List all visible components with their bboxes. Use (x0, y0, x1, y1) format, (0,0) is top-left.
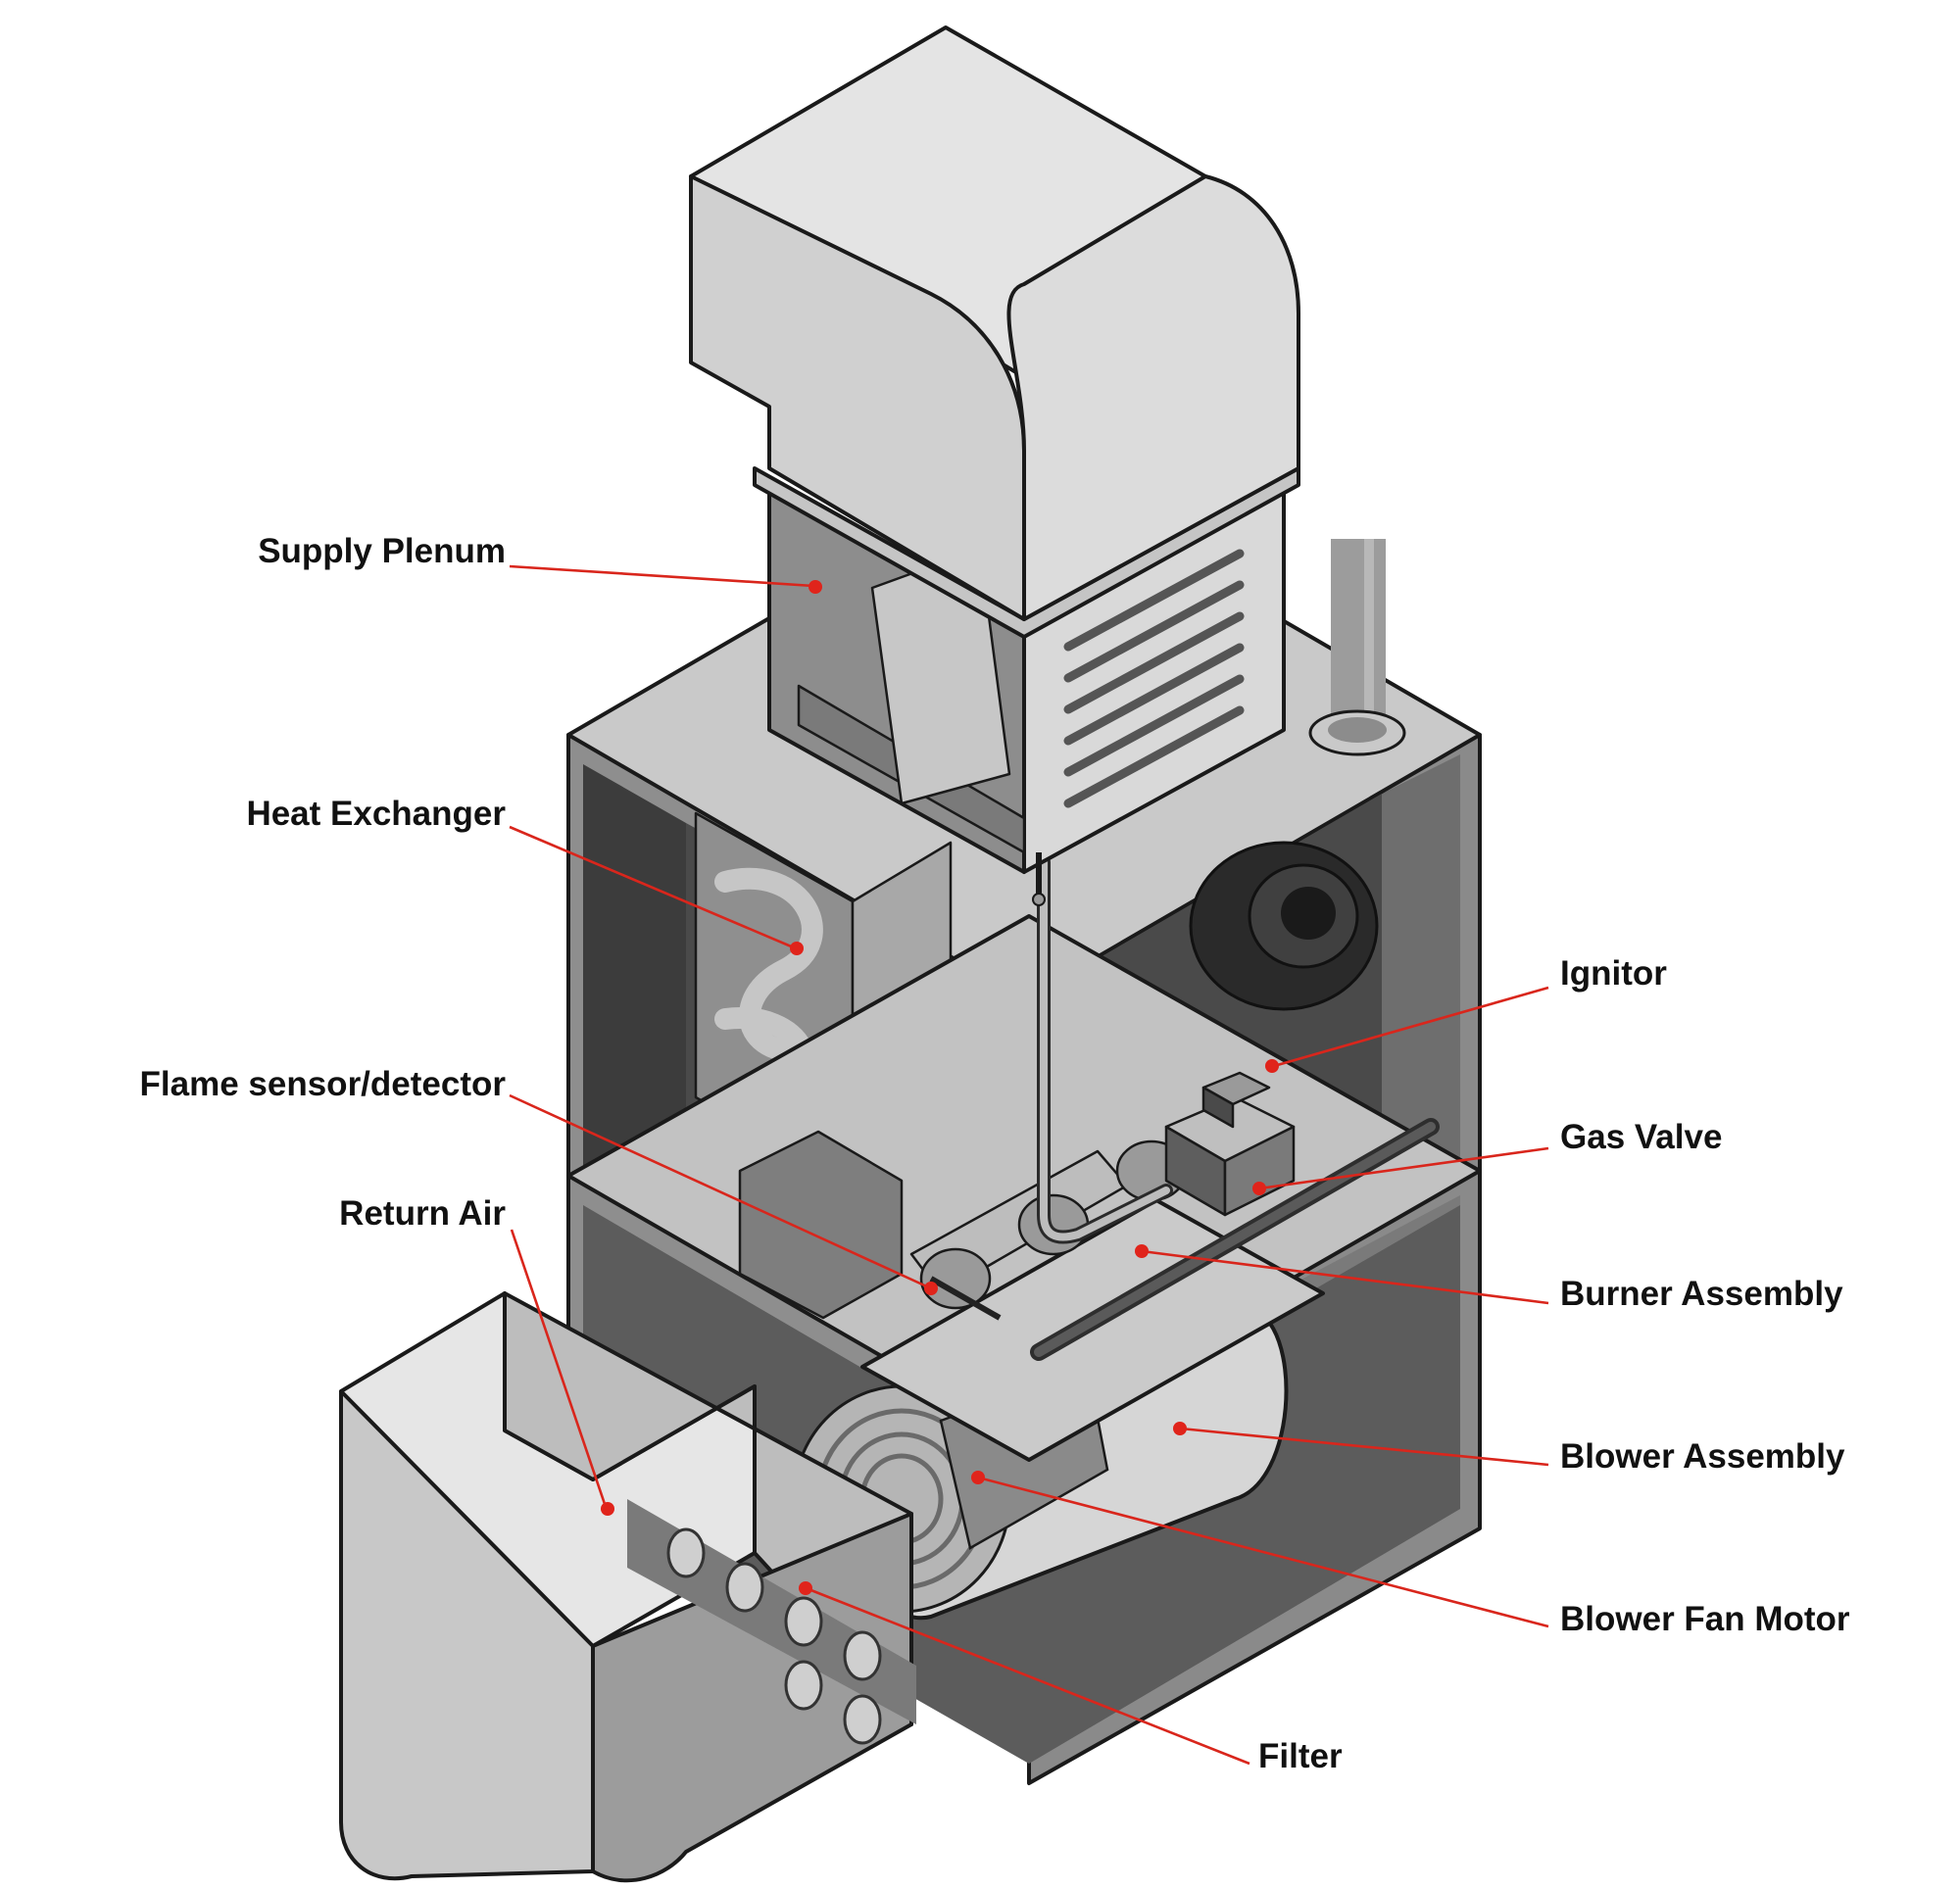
leader-blower-assembly (1180, 1427, 1549, 1467)
label-ignitor: Ignitor (1560, 954, 1667, 993)
furnace-illustration (339, 25, 1482, 1883)
supply-plenum-box (767, 488, 1286, 906)
burner-assembly (909, 1118, 1440, 1361)
leader-blower-fan-motor (977, 1476, 1549, 1628)
label-return-air: Return Air (339, 1194, 506, 1233)
dot-burner-assembly (1135, 1244, 1149, 1258)
dot-flame-sensor (924, 1282, 938, 1295)
target-dots (601, 580, 1279, 1595)
supply-louvers (1063, 549, 1245, 808)
leader-ignitor (1273, 986, 1549, 1068)
leader-filter (803, 1585, 1250, 1766)
label-flame-sensor: Flame sensor/detector (140, 1065, 507, 1103)
label-heat-exchanger: Heat Exchanger (246, 795, 506, 833)
leader-return-air (510, 1229, 608, 1508)
dot-blower-fan-motor (971, 1471, 985, 1484)
burner-deck (566, 914, 1482, 1437)
label-burner-assembly: Burner Assembly (1560, 1275, 1843, 1313)
label-supply-plenum: Supply Plenum (258, 532, 506, 570)
label-gas-valve: Gas Valve (1560, 1118, 1722, 1156)
leader-gas-valve (1258, 1146, 1549, 1190)
dot-ignitor (1265, 1059, 1279, 1073)
cabinet-right-upper-inner (1382, 754, 1460, 1220)
exhaust-flue (1308, 539, 1406, 756)
callouts: Supply Plenum Heat Exchanger Flame senso… (140, 532, 1850, 1775)
flame-sensor (738, 1130, 1002, 1321)
dot-return-air (601, 1502, 614, 1516)
dot-gas-valve (1252, 1182, 1266, 1195)
leader-burner-assembly (1141, 1249, 1549, 1305)
return-air-duct (339, 1291, 916, 1883)
dot-filter (799, 1581, 812, 1595)
leader-flame-sensor (509, 1093, 932, 1290)
filter-holes (666, 1527, 882, 1745)
inducer-fan (1189, 841, 1379, 1011)
label-blower-fan-motor: Blower Fan Motor (1560, 1600, 1850, 1638)
dot-blower-assembly (1173, 1422, 1187, 1435)
dot-heat-exchanger (790, 942, 804, 955)
supply-duct-elbow (689, 25, 1300, 621)
gas-valve (1164, 1071, 1296, 1217)
dot-supply-plenum (808, 580, 822, 594)
leader-lines (509, 564, 1549, 1766)
leader-supply-plenum (509, 564, 814, 588)
leader-heat-exchanger (509, 825, 797, 950)
label-filter: Filter (1258, 1737, 1343, 1775)
label-blower-assembly: Blower Assembly (1560, 1437, 1845, 1476)
label-texts: Supply Plenum Heat Exchanger Flame senso… (140, 532, 1850, 1775)
